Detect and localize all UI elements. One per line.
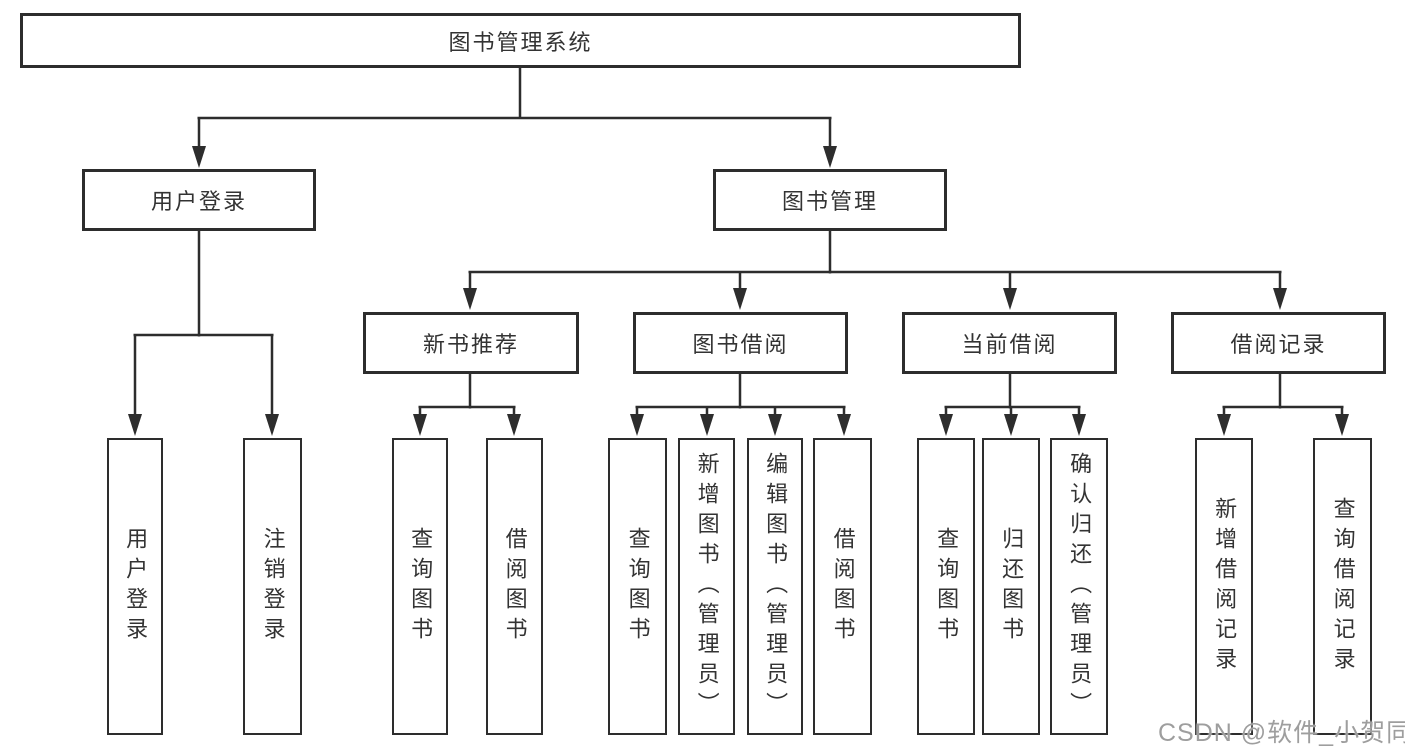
leaf-add-borrow-record: 新增借阅记录 (1195, 438, 1253, 735)
leaf-user-login-label: 用户登录 (123, 526, 149, 647)
csdn-watermark: CSDN @软件_小贺同学 (1158, 719, 1405, 747)
node-book-borrow-label: 图书借阅 (692, 332, 789, 357)
node-borrow-records-label: 借阅记录 (1230, 332, 1327, 357)
leaf-current-query-books: 查询图书 (917, 438, 975, 735)
node-user-login-label: 用户登录 (150, 189, 247, 214)
leaf-return-books: 归还图书 (982, 438, 1040, 735)
leaf-borrow-query-books-label: 查询图书 (625, 526, 651, 647)
leaf-current-query-books-label: 查询图书 (934, 526, 960, 647)
node-new-book-recommend-label: 新书推荐 (422, 332, 519, 357)
node-current-borrow: 当前借阅 (902, 312, 1117, 374)
node-user-login: 用户登录 (82, 169, 316, 231)
leaf-recommend-borrow-books: 借阅图书 (486, 438, 543, 735)
leaf-add-borrow-record-label: 新增借阅记录 (1212, 496, 1238, 677)
leaf-confirm-return-admin-label: 确认归还（管理员） (1067, 451, 1093, 722)
node-root: 图书管理系统 (20, 13, 1021, 68)
node-root-label: 图书管理系统 (448, 29, 593, 55)
node-borrow-records: 借阅记录 (1171, 312, 1386, 374)
leaf-add-books-admin: 新增图书（管理员） (678, 438, 735, 735)
leaf-recommend-query-books-label: 查询图书 (408, 526, 434, 647)
node-book-management: 图书管理 (713, 169, 947, 231)
leaf-borrow-query-books: 查询图书 (608, 438, 667, 735)
leaf-edit-books-admin-label: 编辑图书（管理员） (763, 451, 789, 722)
leaf-logout: 注销登录 (243, 438, 302, 735)
leaf-borrow-books: 借阅图书 (813, 438, 872, 735)
leaf-recommend-query-books: 查询图书 (392, 438, 448, 735)
node-book-borrow: 图书借阅 (633, 312, 848, 374)
leaf-recommend-borrow-books-label: 借阅图书 (502, 526, 528, 647)
leaf-add-books-admin-label: 新增图书（管理员） (694, 451, 720, 722)
leaf-return-books-label: 归还图书 (999, 526, 1025, 647)
leaf-confirm-return-admin: 确认归还（管理员） (1050, 438, 1108, 735)
node-new-book-recommend: 新书推荐 (363, 312, 579, 374)
leaf-logout-label: 注销登录 (260, 526, 286, 647)
leaf-edit-books-admin: 编辑图书（管理员） (747, 438, 803, 735)
node-book-management-label: 图书管理 (781, 189, 878, 214)
leaf-query-borrow-record: 查询借阅记录 (1313, 438, 1372, 735)
leaf-borrow-books-label: 借阅图书 (830, 526, 856, 647)
leaf-query-borrow-record-label: 查询借阅记录 (1330, 496, 1356, 677)
leaf-user-login: 用户登录 (107, 438, 163, 735)
node-current-borrow-label: 当前借阅 (961, 332, 1058, 357)
